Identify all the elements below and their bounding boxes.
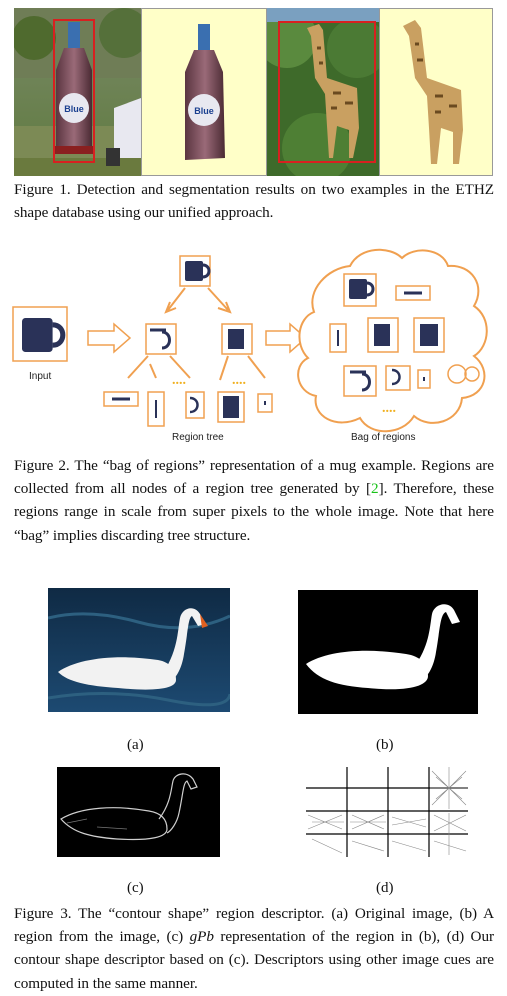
bottle-segmentation: Blue	[141, 8, 267, 176]
contour-shape-descriptor	[302, 767, 472, 857]
label-d: (d)	[376, 880, 394, 896]
label-b: (b)	[376, 737, 394, 753]
label-a: (a)	[127, 737, 144, 753]
figure-1-caption: Figure 1. Detection and segmentation res…	[14, 181, 494, 222]
citation-link[interactable]: 2	[371, 480, 379, 498]
giraffe-photo	[267, 8, 379, 176]
gpb-term: gPb	[189, 928, 214, 946]
bag-of-regions-label: Bag of regions	[351, 432, 416, 443]
swan-region-mask	[298, 590, 478, 714]
input-label: Input	[29, 371, 52, 382]
swan-gpb-map	[57, 767, 220, 857]
region-tree-label: Region tree	[172, 432, 224, 443]
figure-2-diagram: .... .... ....	[12, 248, 488, 433]
svg-text:....: ....	[382, 401, 396, 416]
label-c: (c)	[127, 880, 144, 896]
svg-text:Blue: Blue	[194, 106, 214, 116]
swan-photo	[48, 588, 230, 712]
giraffe-segmentation	[379, 8, 493, 176]
figure-2-caption: Figure 2. The “bag of regions” represent…	[14, 457, 494, 544]
bottle-label-text: Blue	[64, 104, 84, 114]
svg-text:....: ....	[172, 373, 186, 388]
figure-3-caption: Figure 3. The “contour shape” region des…	[14, 905, 495, 992]
svg-text:....: ....	[232, 373, 246, 388]
bottle-photo: Blue	[14, 8, 141, 176]
